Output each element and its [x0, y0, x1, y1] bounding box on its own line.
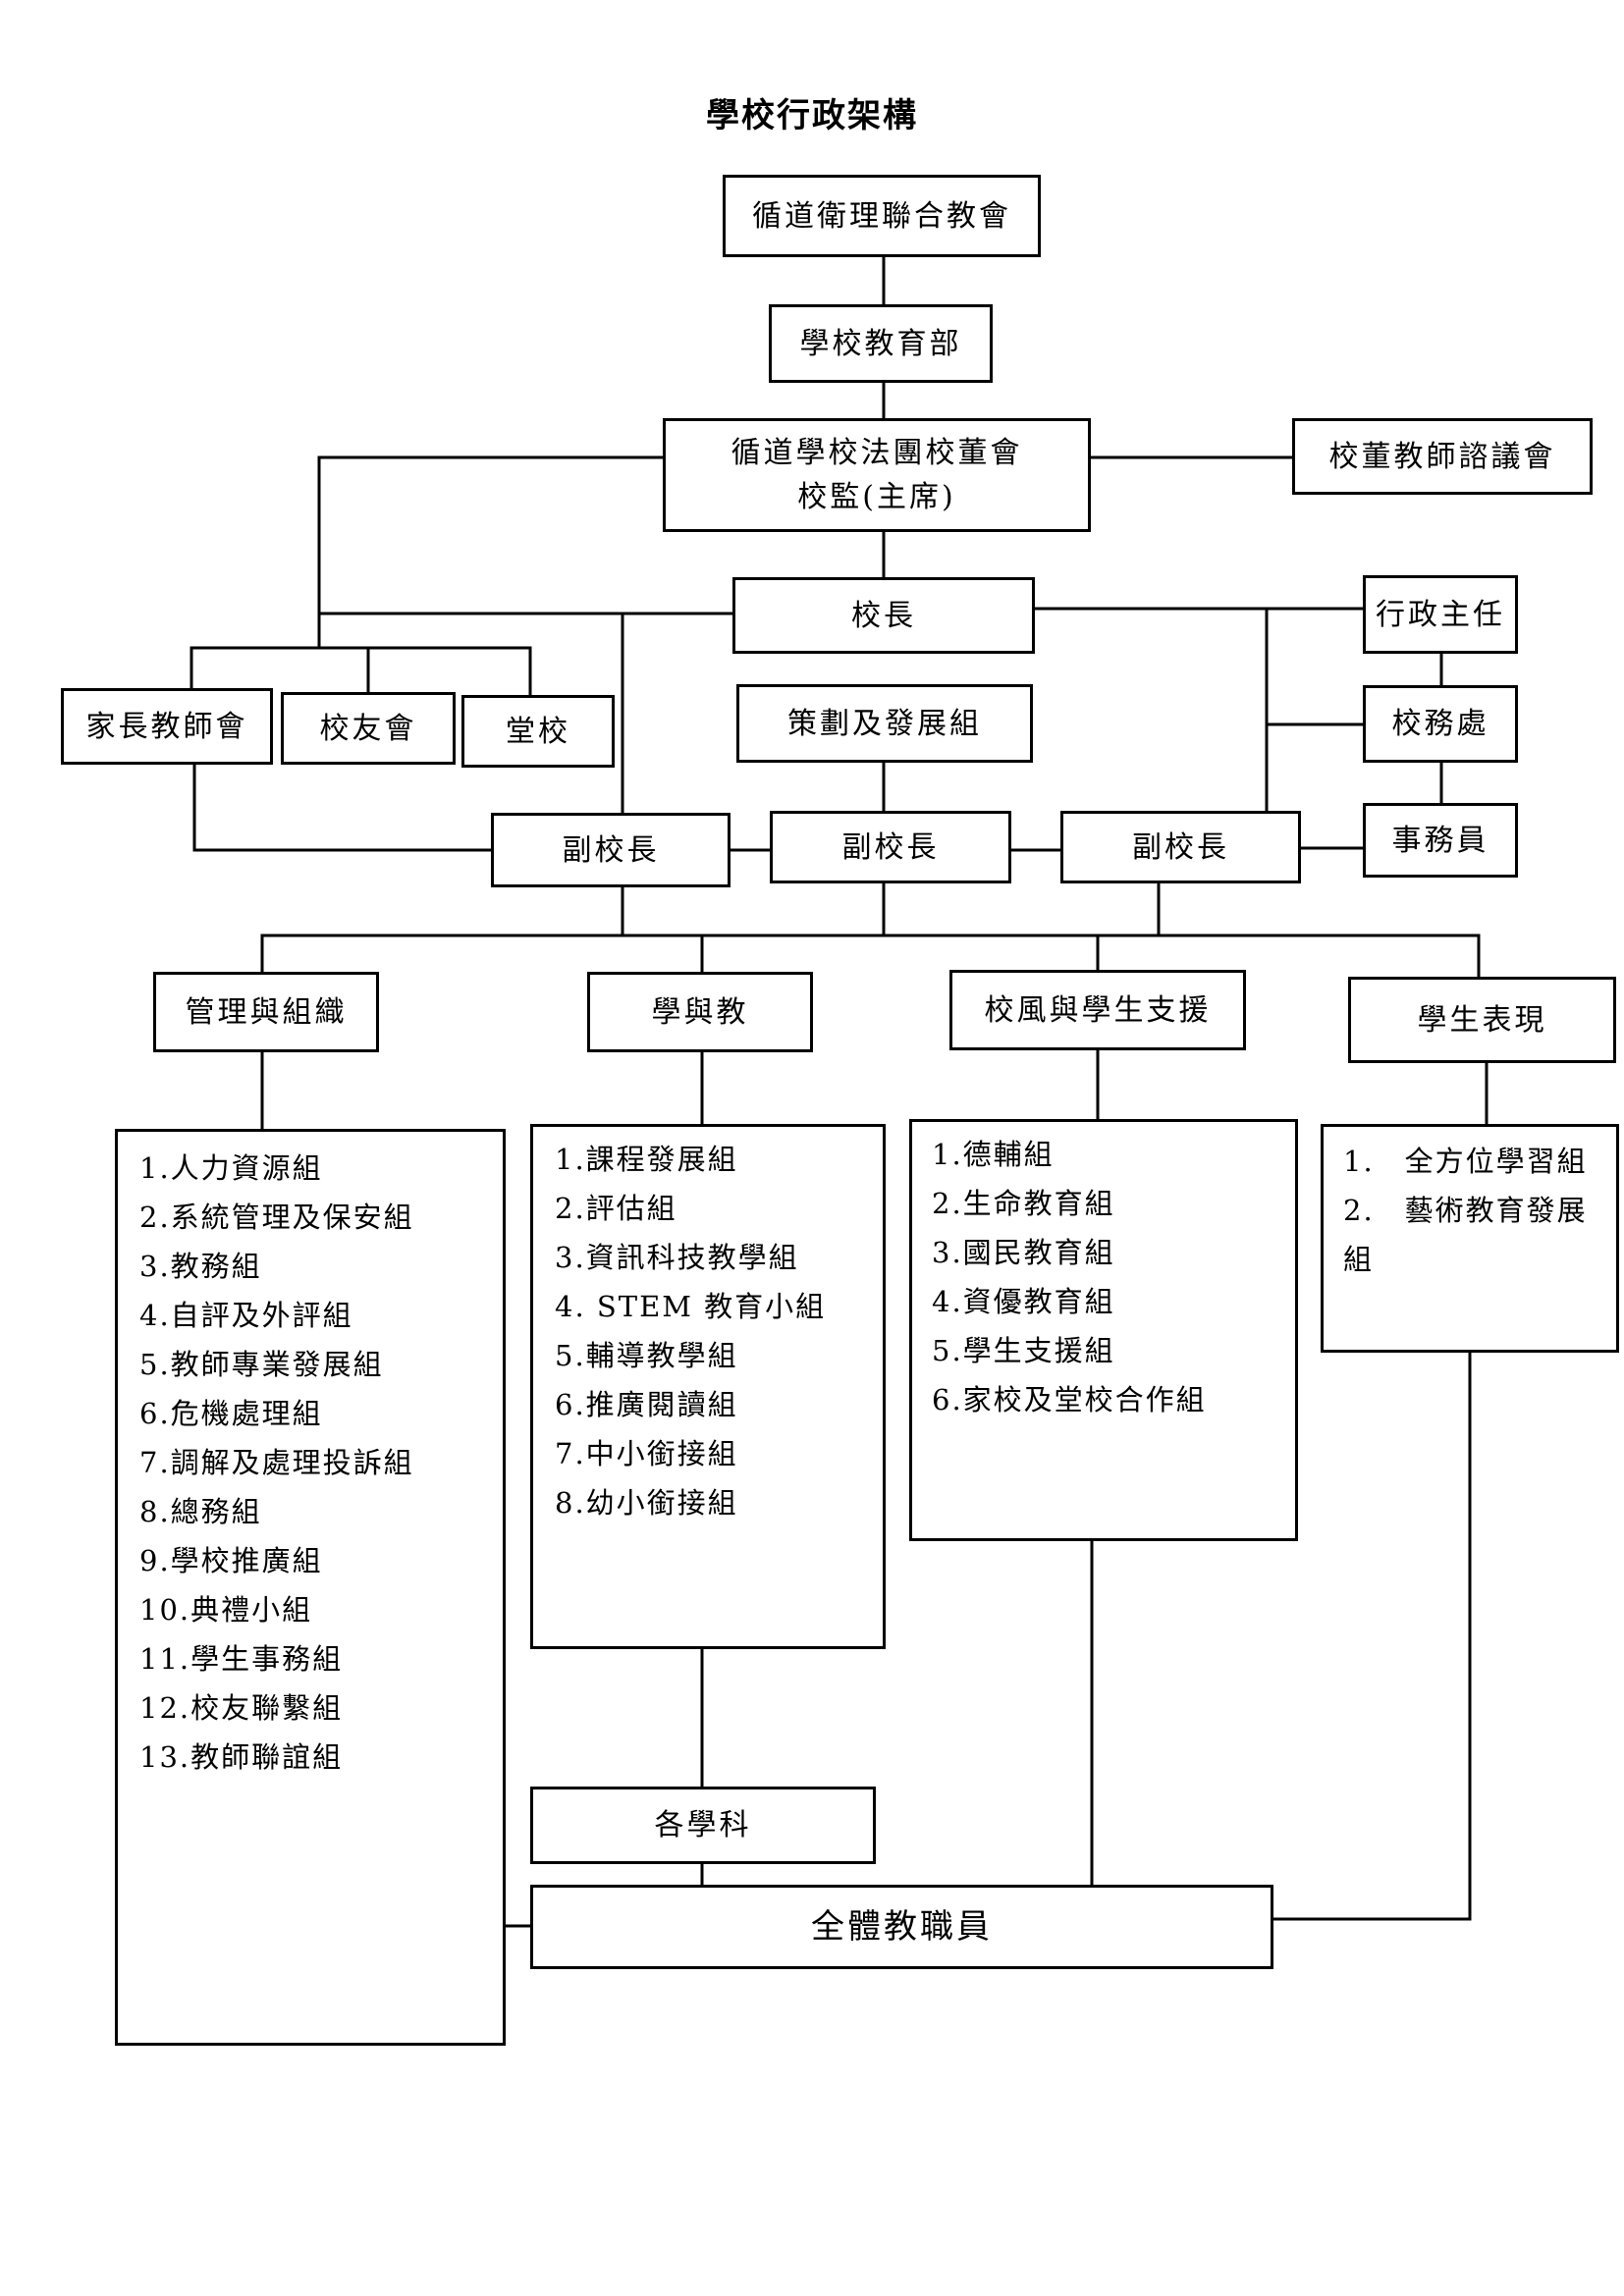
planning-box: 策劃及發展組	[736, 684, 1033, 763]
ethos-list: 1.德輔組 2.生命教育組 3.國民教育組 4.資優教育組 5.學生支援組 6.…	[909, 1119, 1298, 1541]
list-item: 5.教師專業發展組	[139, 1348, 384, 1381]
church-box: 堂校	[461, 695, 615, 768]
imc-label: 循道學校法團校董會	[731, 436, 1023, 470]
sponsor-box: 循道衛理聯合教會	[723, 175, 1041, 257]
supervisor-label: 校監(主席)	[797, 480, 956, 514]
list-item: 6.推廣閱讀組	[555, 1388, 738, 1421]
alumni-label: 校友會	[319, 711, 417, 746]
list-item: 5.輔導教學組	[555, 1339, 738, 1372]
list-item: 2. 藝術教育發展組	[1343, 1194, 1588, 1276]
list-item: 11.學生事務組	[139, 1642, 344, 1676]
management-list: 1.人力資源組 2.系統管理及保安組 3.教務組 4.自評及外評組 5.教師專業…	[115, 1129, 506, 2046]
list-item: 10.典禮小組	[139, 1593, 313, 1627]
subjects-label: 各學科	[654, 1808, 752, 1842]
list-item: 8.總務組	[139, 1495, 262, 1528]
list-item: 5.學生支援組	[932, 1334, 1115, 1367]
list-item: 1.人力資源組	[139, 1151, 323, 1185]
subjects-box: 各學科	[530, 1787, 876, 1864]
list-item: 3.資訊科技教學組	[555, 1241, 799, 1274]
council-label: 校董教師諮議會	[1328, 439, 1556, 474]
performance-box: 學生表現	[1348, 977, 1616, 1063]
list-item: 1.德輔組	[932, 1138, 1055, 1171]
edu-dept-label: 學校教育部	[799, 326, 962, 361]
list-item: 2.生命教育組	[932, 1187, 1115, 1220]
vp-center-label: 副校長	[841, 829, 940, 865]
vp-left-label: 副校長	[562, 832, 660, 868]
all-staff-box: 全體教職員	[530, 1885, 1273, 1969]
council-box: 校董教師諮議會	[1292, 418, 1593, 495]
list-item: 2.評估組	[555, 1192, 677, 1225]
principal-label: 校長	[851, 598, 916, 633]
imc-box: 循道學校法團校董會 校監(主席)	[663, 418, 1091, 532]
clerk-label: 事務員	[1391, 823, 1489, 858]
list-item: 13.教師聯誼組	[139, 1740, 344, 1774]
general-office-box: 校務處	[1363, 685, 1518, 763]
management-label: 管理與組織	[185, 994, 348, 1030]
alumni-box: 校友會	[281, 692, 456, 765]
clerk-box: 事務員	[1363, 803, 1518, 878]
vp-right-box: 副校長	[1060, 811, 1301, 883]
list-item: 1. 全方位學習組	[1343, 1145, 1588, 1178]
list-item: 12.校友聯繫組	[139, 1691, 344, 1725]
admin-head-label: 行政主任	[1376, 597, 1505, 632]
vp-center-box: 副校長	[770, 811, 1011, 883]
ethos-label: 校風與學生支援	[984, 992, 1212, 1028]
pta-label: 家長教師會	[85, 709, 248, 744]
list-item: 4.自評及外評組	[139, 1299, 353, 1332]
principal-box: 校長	[732, 577, 1035, 654]
list-item: 7.調解及處理投訴組	[139, 1446, 414, 1479]
learning-box: 學與教	[587, 972, 813, 1052]
learning-label: 學與教	[651, 994, 749, 1030]
performance-list: 1. 全方位學習組 2. 藝術教育發展組	[1321, 1124, 1619, 1353]
list-item: 3.國民教育組	[932, 1236, 1115, 1269]
list-item: 6.家校及堂校合作組	[932, 1383, 1207, 1416]
ethos-box: 校風與學生支援	[949, 970, 1246, 1050]
list-item: 6.危機處理組	[139, 1397, 323, 1430]
planning-label: 策劃及發展組	[787, 706, 982, 741]
vp-right-label: 副校長	[1132, 829, 1229, 865]
vp-left-box: 副校長	[491, 813, 731, 887]
list-item: 1.課程發展組	[555, 1143, 738, 1176]
sponsor-label: 循道衛理聯合教會	[752, 198, 1011, 234]
list-item: 7.中小銜接組	[555, 1437, 738, 1470]
admin-head-box: 行政主任	[1363, 575, 1518, 654]
pta-box: 家長教師會	[61, 688, 273, 765]
performance-label: 學生表現	[1417, 1002, 1547, 1038]
general-office-label: 校務處	[1391, 707, 1489, 741]
learning-list: 1.課程發展組 2.評估組 3.資訊科技教學組 4. STEM 教育小組 5.輔…	[530, 1124, 886, 1649]
list-item: 2.系統管理及保安組	[139, 1201, 414, 1234]
list-item: 8.幼小銜接組	[555, 1486, 738, 1520]
page-title: 學校行政架構	[706, 96, 918, 135]
edu-dept-box: 學校教育部	[769, 304, 993, 383]
management-box: 管理與組織	[153, 972, 379, 1052]
list-item: 4.資優教育組	[932, 1285, 1115, 1318]
list-item: 9.學校推廣組	[139, 1544, 323, 1577]
list-item: 4. STEM 教育小組	[555, 1290, 827, 1323]
list-item: 3.教務組	[139, 1250, 262, 1283]
all-staff-label: 全體教職員	[811, 1906, 993, 1947]
church-label: 堂校	[506, 714, 570, 749]
